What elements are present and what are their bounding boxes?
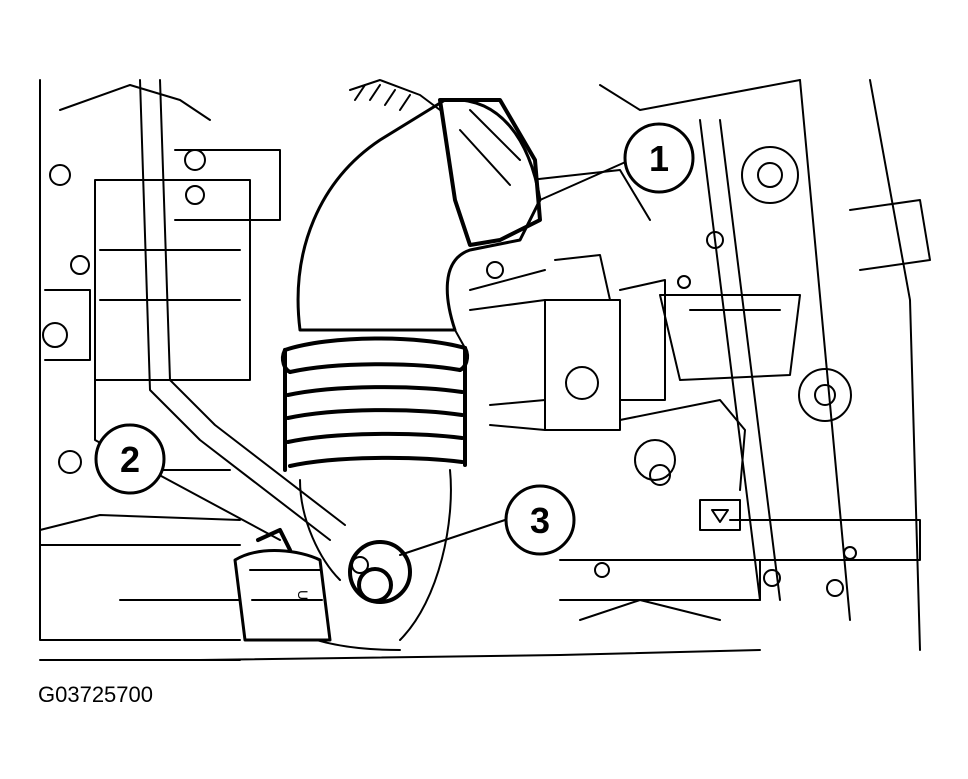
- callout-1-label: 1: [649, 138, 669, 179]
- figure-id-code: G03725700: [38, 682, 153, 707]
- leader-lines: [149, 159, 631, 556]
- diagram-background-lines: [39, 79, 931, 661]
- callout-3-label: 3: [530, 500, 550, 541]
- callout-1: 1: [623, 122, 695, 194]
- intake-air-duct: U: [233, 79, 542, 642]
- callout-2-label: 2: [120, 439, 140, 480]
- callout-2: 2: [94, 423, 166, 495]
- svg-text:U: U: [295, 590, 311, 600]
- callout-3: 3: [504, 484, 576, 556]
